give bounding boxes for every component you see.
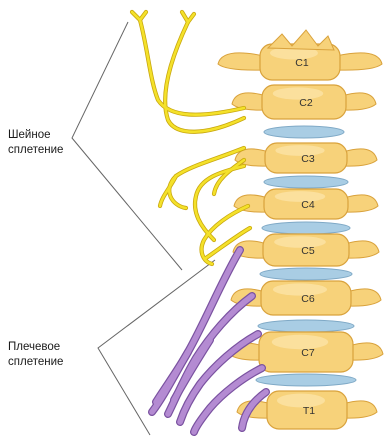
vertebra-label-c3: C3: [301, 153, 315, 165]
cervical-plexus-label-line-2: сплетение: [8, 143, 63, 158]
cervical-plexus-label-line-1: Шейное: [8, 128, 63, 143]
c1-superior-facets: [268, 30, 334, 50]
intervertebral-disc: [256, 374, 356, 386]
vertebra-label-c5: C5: [301, 245, 315, 257]
brachial-plexus-label-line-1: Плечевое: [8, 340, 63, 355]
intervertebral-disc: [264, 176, 348, 188]
vertebral-column: [218, 30, 383, 429]
cervical-bracket: [72, 22, 182, 270]
vertebra-label-c4: C4: [301, 199, 315, 211]
vertebra-label-c1: C1: [295, 57, 309, 69]
cervical-nerve-outline: [214, 160, 244, 194]
vertebra-label-t1: T1: [303, 405, 315, 417]
vertebra-label-c6: C6: [301, 293, 315, 305]
intervertebral-disc: [258, 320, 354, 332]
intervertebral-disc: [264, 126, 344, 138]
cervical-plexus-nerves: [132, 12, 250, 264]
brachial-plexus-label: Плечевое сплетение: [8, 340, 63, 370]
vertebra-label-c7: C7: [301, 347, 315, 359]
cervical-plexus-label: Шейное сплетение: [8, 128, 63, 158]
vertebra-label-c2: C2: [299, 97, 313, 109]
intervertebral-disc: [260, 268, 352, 280]
intervertebral-disc: [262, 222, 350, 234]
brachial-plexus-nerves: [152, 250, 266, 432]
brachial-plexus-label-line-2: сплетение: [8, 355, 63, 370]
